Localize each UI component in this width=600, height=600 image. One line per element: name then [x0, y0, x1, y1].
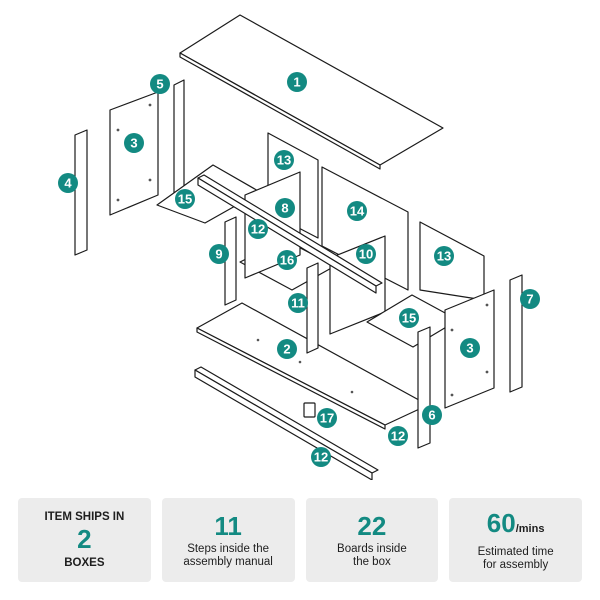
- part-badge-label: 15: [178, 192, 192, 207]
- stat-boards-caption: Boards inside the box: [337, 543, 407, 568]
- part-badge-12: 12: [248, 219, 268, 239]
- part-badge-label: 9: [215, 247, 222, 262]
- left-side-panel: [109, 91, 159, 216]
- bracket: [303, 402, 316, 418]
- part-badge-10: 10: [356, 244, 376, 264]
- stat-time: 60/mins Estimated time for assembly: [449, 498, 582, 582]
- part-badge-6: 6: [422, 405, 442, 425]
- part-badge-2: 2: [277, 339, 297, 359]
- stat-boxes-suffix: BOXES: [64, 557, 105, 569]
- part-badge-label: 10: [359, 247, 373, 262]
- stat-boxes: ITEM SHIPS IN 2 BOXES: [18, 498, 151, 582]
- part-badge-13: 13: [434, 246, 454, 266]
- part-badge-12: 12: [311, 447, 331, 467]
- top-rail-face: [197, 177, 377, 294]
- stat-time-value: 60: [486, 508, 516, 538]
- part-badge-3: 3: [460, 338, 480, 358]
- left-front-post: [74, 129, 88, 256]
- part-badge-label: 14: [350, 204, 365, 219]
- part-badge-label: 3: [130, 136, 137, 151]
- part-badge-label: 17: [320, 411, 334, 426]
- bottom-board-edge: [196, 327, 386, 430]
- stat-steps: 11 Steps inside the assembly manual: [161, 498, 295, 582]
- inner-post-9: [224, 216, 237, 306]
- part-badge-label: 5: [156, 77, 163, 92]
- stat-boards-value: 22: [357, 511, 387, 541]
- stat-boards: 22 Boards inside the box: [305, 498, 439, 582]
- stat-steps-caption: Steps inside the assembly manual: [183, 543, 273, 568]
- part-badge-9: 9: [209, 244, 229, 264]
- part-badge-12: 12: [388, 426, 408, 446]
- part-badge-4: 4: [58, 173, 78, 193]
- part-badge-5: 5: [150, 74, 170, 94]
- back-panel-middle: [321, 166, 409, 291]
- stat-steps-value: 11: [214, 511, 242, 541]
- part-badge-3: 3: [124, 133, 144, 153]
- part-badge-14: 14: [347, 201, 367, 221]
- part-badge-1: 1: [287, 72, 307, 92]
- part-badge-label: 12: [391, 429, 405, 444]
- part-badge-label: 1: [293, 75, 300, 90]
- part-badge-label: 3: [466, 341, 473, 356]
- part-badge-label: 8: [281, 201, 288, 216]
- inner-post-11: [306, 262, 319, 354]
- part-badge-label: 11: [291, 296, 305, 311]
- part-badge-label: 13: [437, 249, 451, 264]
- part-badge-label: 16: [280, 253, 294, 268]
- part-badge-label: 12: [251, 222, 265, 237]
- part-badge-label: 2: [283, 342, 290, 357]
- part-badge-15: 15: [399, 308, 419, 328]
- part-badge-label: 12: [314, 450, 328, 465]
- part-badge-label: 7: [526, 292, 533, 307]
- part-badge-8: 8: [275, 198, 295, 218]
- right-back-post: [509, 274, 523, 393]
- part-badge-label: 4: [64, 176, 72, 191]
- part-badge-17: 17: [317, 408, 337, 428]
- part-badge-11: 11: [288, 293, 308, 313]
- part-badge-label: 6: [428, 408, 435, 423]
- part-badge-label: 15: [402, 311, 416, 326]
- top-board: [179, 14, 444, 166]
- part-badge-13: 13: [274, 150, 294, 170]
- part-badge-label: 13: [277, 153, 291, 168]
- stats-bar: ITEM SHIPS IN 2 BOXES 11 Steps inside th…: [18, 498, 582, 582]
- part-badge-7: 7: [520, 289, 540, 309]
- stat-time-caption: Estimated time for assembly: [477, 546, 554, 571]
- part-badge-16: 16: [277, 250, 297, 270]
- part-badge-15: 15: [175, 189, 195, 209]
- stat-boxes-prefix: ITEM SHIPS IN: [44, 511, 125, 523]
- stat-time-unit: /mins: [515, 523, 545, 535]
- stat-time-value-row: 60/mins: [487, 508, 545, 544]
- right-front-post: [417, 326, 431, 449]
- top-board-edge: [179, 52, 381, 170]
- stat-boxes-value: 2: [77, 524, 92, 554]
